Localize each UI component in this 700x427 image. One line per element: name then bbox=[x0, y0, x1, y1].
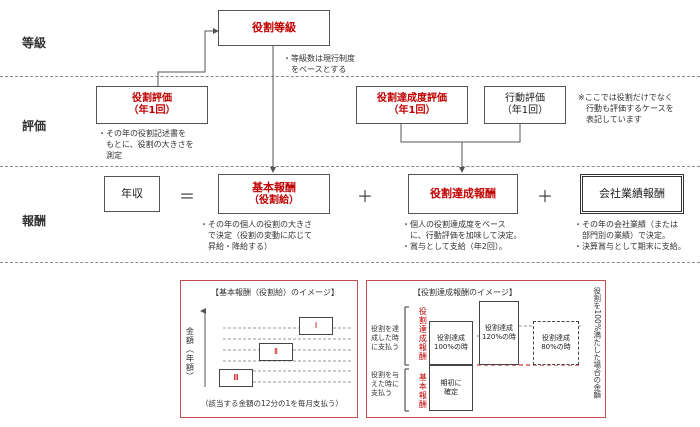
action-evaluation-box: 行動評価 （年1回） bbox=[484, 86, 566, 124]
achievement-pay-red-label: 役割達成報酬 bbox=[418, 307, 428, 361]
base-pay-yaxis-label: 金額（年額） bbox=[185, 327, 195, 381]
grade-note: ・等級数は現行制度 をベースとする bbox=[283, 54, 355, 74]
action-evaluation-sub: （年1回） bbox=[501, 105, 549, 116]
separator-grade-eval bbox=[0, 76, 700, 77]
period-start-box: 期初に 確定 bbox=[429, 365, 473, 411]
level-3-box: Ⅲ bbox=[219, 369, 253, 387]
base-pay-sub: （役割給） bbox=[249, 194, 299, 206]
equals-sign: ＝ bbox=[179, 187, 196, 206]
achievement-evaluation-title: 役割達成度評価 bbox=[377, 92, 447, 104]
base-pay-note: ・その年の個人の役割の大きさ で決定（役割の変動に応じて 昇給・降給する） bbox=[200, 220, 312, 251]
role-evaluation-title: 役割評価 bbox=[132, 92, 172, 104]
base-pay-image-panel: 【基本報酬（役割給）のイメージ】 金額（年額） Ⅰ Ⅱ Ⅲ （該当する金額の12… bbox=[180, 280, 358, 418]
achievement-pay-image-panel: 【役割達成報酬のイメージ】 役割を達 成した時 に支払う 役割を与 えた時に 支… bbox=[366, 280, 606, 418]
achievement-100-box: 役割達成 100%の時 bbox=[429, 321, 473, 365]
role-grade-box: 役割等級 bbox=[218, 10, 330, 46]
action-evaluation-title: 行動評価 bbox=[505, 92, 545, 104]
row-label-grade: 等級 bbox=[22, 36, 47, 50]
role-evaluation-box: 役割評価 （年1回） bbox=[96, 86, 208, 124]
annual-income-label: 年収 bbox=[121, 187, 143, 201]
role-evaluation-note: ・その年の役割記述書を もとに、役割の大きさを 測定 bbox=[98, 129, 194, 160]
full-achievement-amount-label: 役割を100%満たした場合の金額 bbox=[592, 287, 602, 399]
separator-comp-image bbox=[0, 262, 700, 263]
base-pay-image-footer: （該当する金額の12分の1を毎月支払う） bbox=[201, 399, 343, 408]
paid-when-achieved-label: 役割を達 成した時 に支払う bbox=[371, 325, 399, 352]
plus-sign-1: ＋ bbox=[357, 187, 374, 206]
role-evaluation-sub: （年1回） bbox=[128, 105, 176, 116]
base-pay-title: 基本報酬 bbox=[252, 180, 296, 194]
achievement-pay-box: 役割達成報酬 bbox=[408, 174, 518, 214]
paid-when-assigned-label: 役割を与 えた時に 支払う bbox=[371, 371, 399, 398]
achievement-evaluation-box: 役割達成度評価 （年1回） bbox=[356, 86, 468, 124]
achievement-pay-note: ・個人の役割達成度をベース に、行動評価を加味して決定。 ・賞与として支給（年2… bbox=[402, 220, 522, 251]
achievement-80-box: 役割達成 80%の時 bbox=[533, 321, 579, 365]
level-1-box: Ⅰ bbox=[299, 317, 333, 335]
company-pay-box: 会社業績報酬 bbox=[580, 174, 684, 214]
action-evaluation-note: ※ここでは役割だけでなく 行動も評価するケースを 表記しています bbox=[578, 93, 674, 124]
annual-income-box: 年収 bbox=[104, 176, 160, 212]
achievement-120-box: 役割達成 120%の時 bbox=[479, 301, 519, 365]
level-2-box: Ⅱ bbox=[259, 343, 293, 361]
base-pay-image-title: 【基本報酬（役割給）のイメージ】 bbox=[211, 288, 339, 297]
achievement-pay-image-title: 【役割達成報酬のイメージ】 bbox=[413, 288, 517, 297]
plus-sign-2: ＋ bbox=[537, 187, 554, 206]
connector-lines bbox=[157, 28, 521, 173]
row-label-compensation: 報酬 bbox=[22, 214, 47, 228]
role-grade-label: 役割等級 bbox=[252, 21, 296, 35]
company-pay-title: 会社業績報酬 bbox=[599, 187, 665, 201]
row-label-evaluation: 評価 bbox=[22, 119, 47, 133]
separator-eval-comp bbox=[0, 166, 700, 167]
base-pay-box: 基本報酬 （役割給） bbox=[218, 174, 330, 214]
achievement-pay-title: 役割達成報酬 bbox=[430, 187, 496, 201]
base-pay-red-label: 基本報酬 bbox=[418, 373, 428, 409]
company-pay-note: ・その年の会社業績（または 部門別の業績）で決定。 ・決算賞与として期末に支給。 bbox=[574, 220, 686, 251]
achievement-evaluation-sub: （年1回） bbox=[388, 105, 436, 116]
